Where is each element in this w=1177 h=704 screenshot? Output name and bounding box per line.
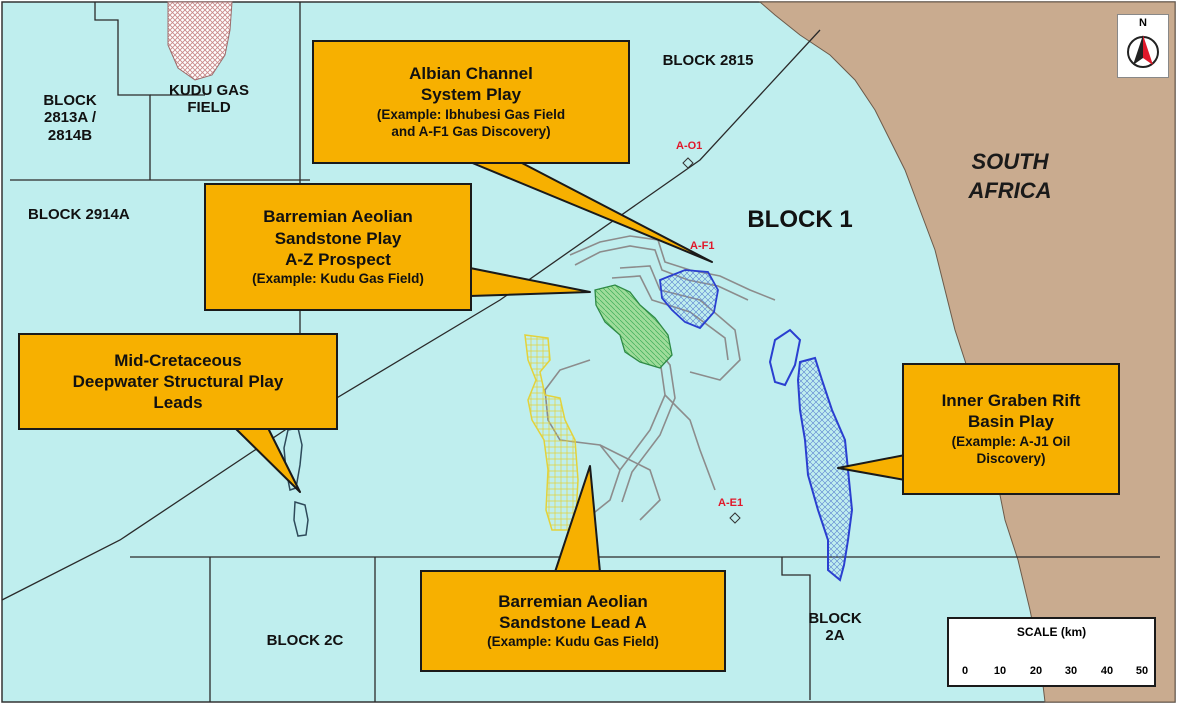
label-kudu-gas-field: KUDU GAS FIELD [168, 82, 249, 117]
callout-albian-title: Albian Channel System Play [409, 64, 533, 105]
north-arrow-icon [1127, 35, 1159, 68]
callout-albian-sub: (Example: Ibhubesi Gas Field and A-F1 Ga… [376, 106, 566, 140]
well-label-a-o1: A-O1 [676, 140, 703, 152]
callout-inner-graben-sub: (Example: A-J1 Oil Discovery) [951, 433, 1071, 467]
label-block-2a: BLOCK 2A [808, 610, 862, 645]
scale-tick: 30 [1064, 665, 1078, 677]
label-block-2815: BLOCK 2815 [662, 52, 754, 69]
callout-barremian-az-sub: (Example: Kudu Gas Field) [252, 271, 424, 287]
block-boundaries [1, 2, 1160, 702]
inner-graben-main-area [796, 356, 854, 582]
callout-midcret-title: Mid-Cretaceous Deepwater Structural Play… [72, 350, 284, 413]
scale-tick: 20 [1029, 665, 1043, 677]
north-label: N [1139, 17, 1147, 29]
callout-barremian-lead-sub: (Example: Kudu Gas Field) [487, 634, 659, 650]
scale-tick: 50 [1135, 665, 1149, 677]
well-symbols [682, 157, 741, 524]
scale-title: SCALE (km) [1016, 625, 1087, 639]
callout-barremian-lead-a: Barremian Aeolian Sandstone Lead A (Exam… [420, 570, 726, 672]
label-block-1: BLOCK 1 [747, 206, 853, 233]
well-label-a-e1: A-E1 [718, 497, 744, 509]
north-arrow: N [1117, 14, 1169, 78]
scale-tick: 10 [993, 665, 1007, 677]
scale-tick: 0 [961, 665, 969, 677]
label-block-2813a: BLOCK 2813A / 2814B [43, 92, 97, 144]
callout-barremian-lead-title: Barremian Aeolian Sandstone Lead A [498, 591, 648, 633]
scale-tick: 40 [1100, 665, 1114, 677]
callout-mid-cretaceous: Mid-Cretaceous Deepwater Structural Play… [18, 333, 338, 430]
callout-inner-graben-title: Inner Graben Rift Basin Play [941, 391, 1081, 432]
kudu-gas-field-area [167, 1, 233, 81]
well-label-a-f1: A-F1 [690, 240, 715, 252]
af1-closure-area [659, 269, 719, 330]
callout-barremian-az-title: Barremian Aeolian Sandstone Play A-Z Pro… [263, 207, 413, 269]
callout-inner-graben: Inner Graben Rift Basin Play (Example: A… [902, 363, 1120, 495]
label-south-africa: SOUTH AFRICA [968, 149, 1052, 203]
callout-barremian-az: Barremian Aeolian Sandstone Play A-Z Pro… [204, 183, 472, 311]
az-prospect-area [594, 284, 673, 369]
label-block-2914a: BLOCK 2914A [28, 206, 130, 223]
callout-pointers [234, 161, 906, 573]
scale-box: SCALE (km) 0 10 20 30 40 50 [947, 617, 1156, 687]
inner-graben-small-outline [768, 328, 802, 387]
label-block-2c: BLOCK 2C [266, 632, 344, 649]
callout-albian-channel: Albian Channel System Play (Example: Ibh… [312, 40, 630, 164]
